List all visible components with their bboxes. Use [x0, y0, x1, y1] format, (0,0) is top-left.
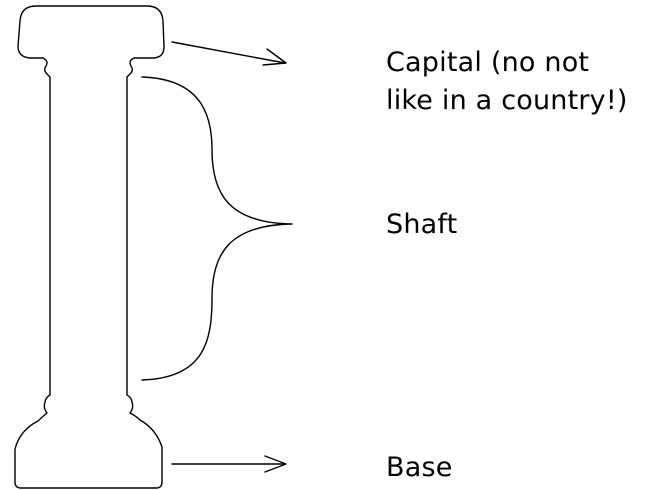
base-label: Base	[386, 452, 453, 483]
capital-arrow-line	[171, 41, 286, 64]
shaft-brace	[141, 76, 293, 381]
capital-label-line2: like in a country!)	[386, 85, 628, 116]
shaft-label: Shaft	[386, 209, 458, 240]
base-arrowhead	[264, 455, 287, 473]
column-outline	[14, 5, 165, 489]
capital-arrowhead	[262, 48, 287, 66]
capital-label-line1: Capital (no not	[386, 47, 590, 78]
